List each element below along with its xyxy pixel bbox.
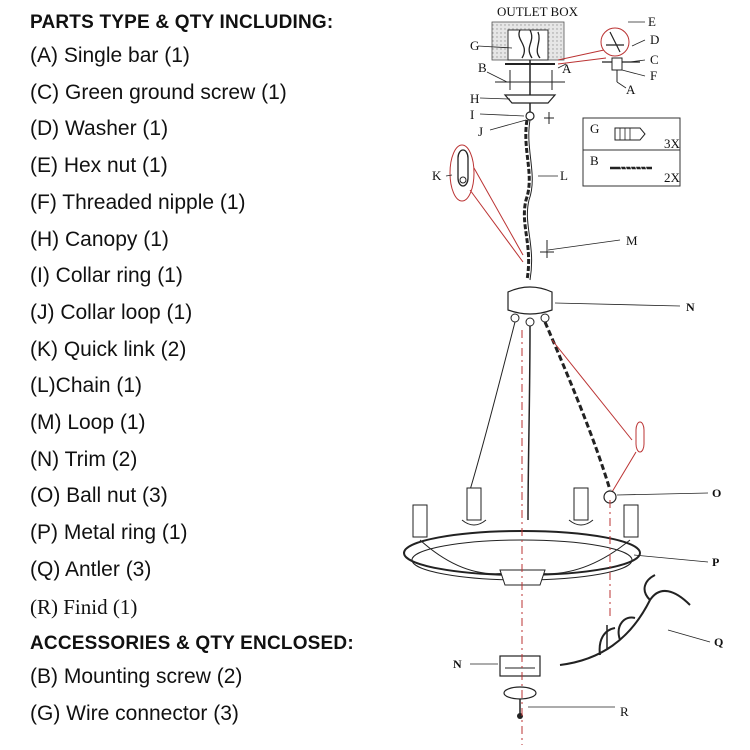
label-h: H bbox=[470, 91, 479, 106]
part-item-i: (I) Collar ring (1) bbox=[30, 264, 183, 288]
label-c: C bbox=[650, 52, 659, 67]
inset-g-label: G bbox=[590, 121, 599, 136]
ball-nut-inset bbox=[551, 339, 645, 504]
chain bbox=[522, 119, 533, 281]
part-item-c: (C) Green ground screw (1) bbox=[30, 80, 287, 104]
arm-chains bbox=[469, 321, 612, 521]
finial bbox=[503, 686, 537, 719]
label-b: B bbox=[478, 60, 487, 75]
outlet-box: OUTLET BOX bbox=[491, 4, 579, 61]
part-item-a: (A) Single bar (1) bbox=[30, 44, 190, 67]
label-j: J bbox=[478, 124, 483, 139]
label-p: P bbox=[712, 555, 719, 569]
label-g: G bbox=[470, 38, 479, 53]
label-q: Q bbox=[714, 635, 723, 649]
label-r: R bbox=[620, 704, 629, 719]
single-bar bbox=[495, 60, 565, 95]
part-item-f: (F) Threaded nipple (1) bbox=[30, 190, 246, 214]
part-item-n: (N) Trim (2) bbox=[30, 447, 138, 471]
antler bbox=[559, 574, 691, 666]
part-item-d: (D) Washer (1) bbox=[30, 117, 169, 141]
quick-link-inset bbox=[449, 144, 524, 263]
part-item-j: (J) Collar loop (1) bbox=[30, 300, 193, 324]
label-i: I bbox=[470, 107, 474, 122]
label-f: F bbox=[650, 68, 657, 83]
parts-list: PARTS TYPE & QTY INCLUDING: (A) Single b… bbox=[30, 8, 430, 733]
label-n-top: N bbox=[686, 300, 695, 314]
trim-top bbox=[507, 286, 553, 327]
part-item-k: (K) Quick link (2) bbox=[30, 337, 187, 361]
ground-inset bbox=[557, 27, 640, 82]
part-item-l: (L)Chain (1) bbox=[30, 374, 143, 398]
parts-heading: PARTS TYPE & QTY INCLUDING: bbox=[30, 12, 334, 33]
label-a: A bbox=[562, 61, 572, 76]
label-m: M bbox=[626, 233, 638, 248]
part-item-o: (O) Ball nut (3) bbox=[30, 484, 168, 508]
part-item-p: (P) Metal ring (1) bbox=[30, 521, 188, 545]
part-item-e: (E) Hex nut (1) bbox=[30, 154, 168, 178]
label-o: O bbox=[712, 486, 721, 500]
label-a-inset: A bbox=[626, 82, 636, 97]
part-item-r: (R) Finid (1) bbox=[30, 594, 138, 619]
part-item-q: (Q) Antler (3) bbox=[30, 557, 152, 581]
canopy bbox=[503, 94, 557, 121]
accessories-heading: ACCESSORIES & QTY ENCLOSED: bbox=[30, 633, 354, 655]
outlet-box-label: OUTLET BOX bbox=[497, 4, 579, 19]
label-e: E bbox=[648, 14, 656, 29]
trim-bottom bbox=[499, 655, 541, 677]
accessory-item-b: (B) Mounting screw (2) bbox=[30, 665, 243, 689]
label-d: D bbox=[650, 32, 659, 47]
label-k: K bbox=[432, 168, 442, 183]
accessory-inset-box: G 3X B 2X bbox=[582, 117, 681, 187]
accessory-item-g: (G) Wire connector (3) bbox=[30, 701, 239, 725]
inset-b-label: B bbox=[590, 153, 599, 168]
part-item-h: (H) Canopy (1) bbox=[30, 227, 169, 251]
label-l: L bbox=[560, 168, 568, 183]
part-item-m: (M) Loop (1) bbox=[30, 411, 146, 435]
inset-g-qty: 3X bbox=[664, 136, 681, 151]
leader-lines bbox=[445, 21, 711, 708]
label-n-bottom: N bbox=[453, 657, 462, 671]
inset-b-qty: 2X bbox=[664, 170, 681, 185]
